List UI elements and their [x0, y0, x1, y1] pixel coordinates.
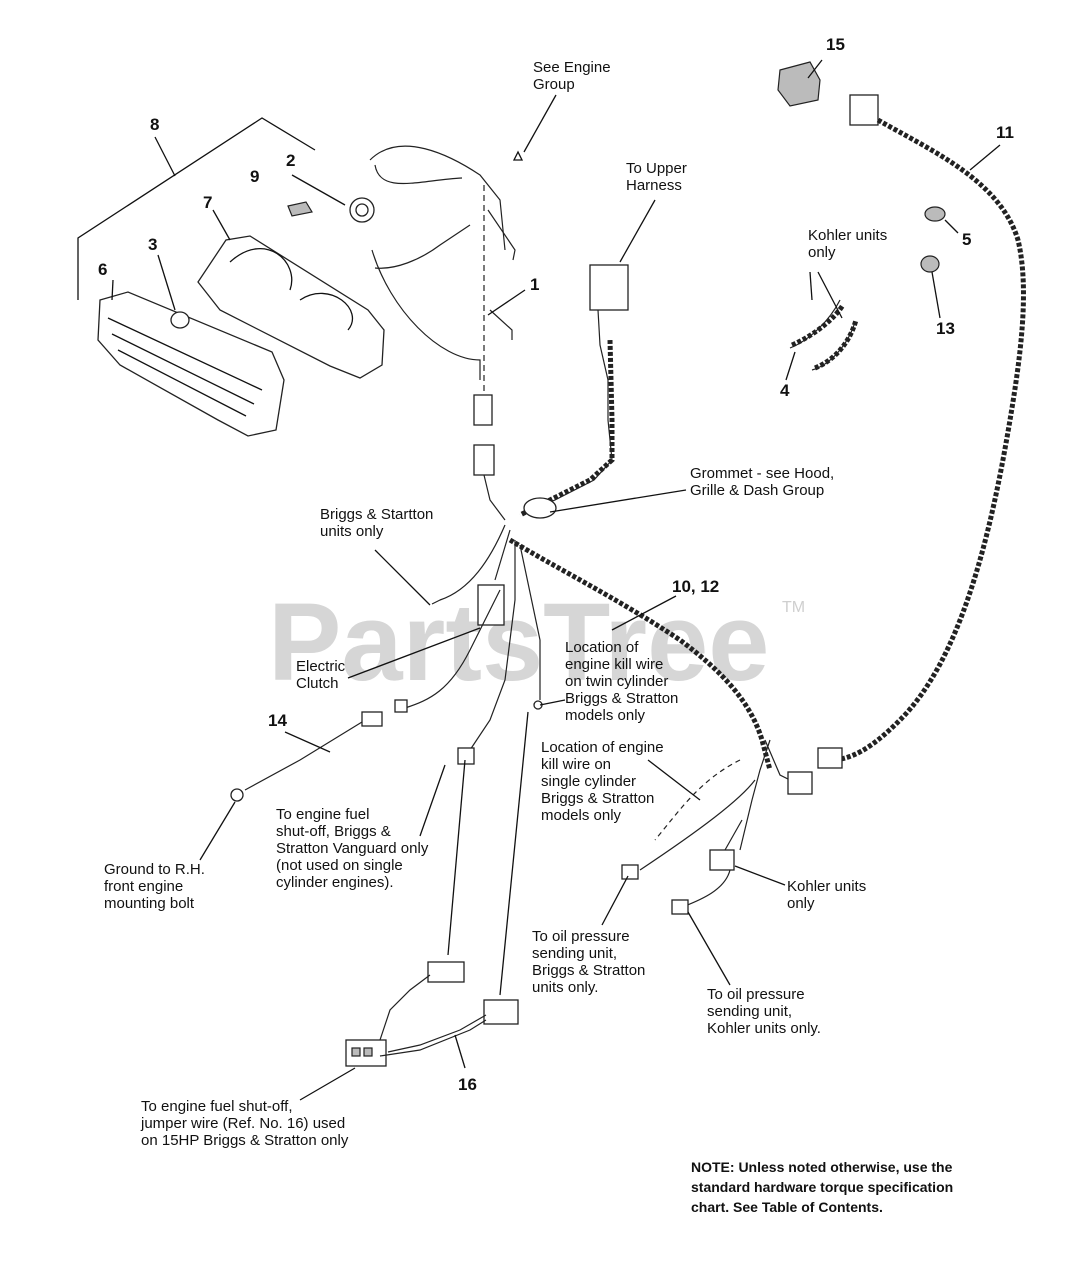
label-kill-twin-1: Location of	[565, 639, 639, 656]
label-kohler-top-1: Kohler units	[808, 227, 887, 244]
note-line-2: standard hardware torque specification	[691, 1179, 953, 1195]
label-briggs-only-1: Briggs & Startton	[320, 506, 433, 523]
callout-3: 3	[148, 235, 157, 254]
label-kill-twin-3: on twin cylinder	[565, 673, 668, 690]
callout-15: 15	[826, 35, 845, 54]
label-oil-briggs-3: Briggs & Stratton	[532, 962, 645, 979]
label-jumper-1: To engine fuel shut-off,	[141, 1098, 293, 1115]
label-kill-twin-5: models only	[565, 707, 646, 724]
right-harness	[777, 61, 1026, 769]
label-see-engine-2: Group	[533, 76, 575, 93]
label-grommet-1: Grommet - see Hood,	[690, 465, 834, 482]
leader-lines	[111, 59, 1001, 1101]
label-kohler-bottom-1: Kohler units	[787, 878, 866, 895]
callout-6: 6	[98, 260, 107, 279]
label-see-engine-1: See Engine	[533, 59, 611, 76]
callout-8: 8	[150, 115, 159, 134]
label-ground-2: front engine	[104, 878, 183, 895]
label-ground-3: mounting bolt	[104, 895, 195, 912]
jumper-wire	[345, 961, 519, 1067]
callout-10-12: 10, 12	[672, 577, 719, 596]
label-kill-single-1: Location of engine	[541, 739, 664, 756]
callout-4: 4	[780, 381, 790, 400]
label-jumper-2: jumper wire (Ref. No. 16) used	[140, 1115, 345, 1132]
callout-13: 13	[936, 319, 955, 338]
label-ground-1: Ground to R.H.	[104, 861, 205, 878]
label-briggs-only-2: units only	[320, 523, 384, 540]
label-kohler-bottom-2: only	[787, 895, 815, 912]
label-kill-twin-4: Briggs & Stratton	[565, 690, 678, 707]
label-electric-clutch-1: Electric	[296, 658, 346, 675]
label-oil-kohler-2: sending unit,	[707, 1003, 792, 1020]
label-kill-single-3: single cylinder	[541, 773, 636, 790]
label-oil-kohler-1: To oil pressure	[707, 986, 805, 1003]
label-jumper-3: on 15HP Briggs & Stratton only	[141, 1132, 349, 1149]
label-grommet-2: Grille & Dash Group	[690, 482, 824, 499]
label-kill-single-5: models only	[541, 807, 622, 824]
callout-9: 9	[250, 167, 259, 186]
callout-1: 1	[530, 275, 539, 294]
label-oil-briggs-4: units only.	[532, 979, 598, 996]
label-upper-harness-2: Harness	[626, 177, 682, 194]
label-fuel-shutoff-5: cylinder engines).	[276, 874, 394, 891]
headlight-assembly	[77, 117, 385, 437]
note-line-1: NOTE: Unless noted otherwise, use the	[691, 1159, 953, 1175]
callout-numbers: 8 2 9 7 3 6 1 15 11 5 13 4 10, 12 14 16	[98, 35, 1014, 1094]
label-kohler-top-2: only	[808, 244, 836, 261]
label-fuel-shutoff-3: Stratton Vanguard only	[276, 840, 429, 857]
callout-14: 14	[268, 711, 287, 730]
label-oil-kohler-3: Kohler units only.	[707, 1020, 821, 1037]
label-kill-single-4: Briggs & Stratton	[541, 790, 654, 807]
label-oil-briggs-2: sending unit,	[532, 945, 617, 962]
note-line-3: chart. See Table of Contents.	[691, 1199, 883, 1215]
label-fuel-shutoff-2: shut-off, Briggs &	[276, 823, 391, 840]
label-fuel-shutoff-4: (not used on single	[276, 857, 403, 874]
callout-11: 11	[996, 123, 1014, 142]
label-electric-clutch-2: Clutch	[296, 675, 339, 692]
watermark-trademark: TM	[782, 599, 805, 616]
label-kill-twin-2: engine kill wire	[565, 656, 663, 673]
label-fuel-shutoff-1: To engine fuel	[276, 806, 369, 823]
main-harness	[230, 264, 813, 915]
text-labels: See Engine Group To Upper Harness Kohler…	[104, 59, 887, 1149]
callout-7: 7	[203, 193, 212, 212]
label-kill-single-2: kill wire on	[541, 756, 611, 773]
label-upper-harness-1: To Upper	[626, 160, 687, 177]
callout-2: 2	[286, 151, 295, 170]
watermark: PartsTree	[268, 581, 769, 704]
torque-note: NOTE: Unless noted otherwise, use the st…	[691, 1159, 953, 1215]
headlight-wiring	[369, 145, 516, 426]
callout-5: 5	[962, 230, 971, 249]
label-oil-briggs-1: To oil pressure	[532, 928, 630, 945]
callout-16: 16	[458, 1075, 477, 1094]
